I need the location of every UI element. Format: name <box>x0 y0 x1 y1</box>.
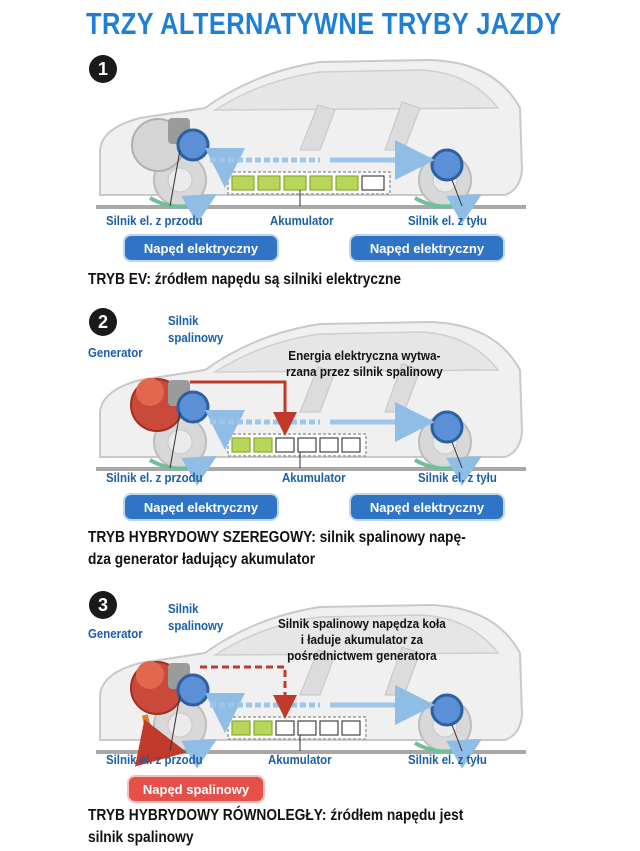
rotation-arrow-front <box>149 194 217 224</box>
front-motor-label-1: Silnik el. z przodu <box>106 213 203 228</box>
drive-badge-rear-2: Napęd elektryczny <box>349 493 505 521</box>
rotation-arrow-rear <box>414 194 482 224</box>
front-seat <box>299 104 336 151</box>
battery-cell-charged <box>257 175 281 191</box>
car-window <box>212 69 500 111</box>
drive-badge-rear-1: Napęd elektryczny <box>349 234 505 262</box>
front-motor-icon <box>176 673 210 707</box>
mode-number-3: 3 <box>89 591 117 619</box>
battery-cell-charged <box>283 175 307 191</box>
drive-badge-front-2: Napęd elektryczny <box>123 493 279 521</box>
front-motor-icon <box>176 390 210 424</box>
wheel-hub <box>167 429 193 455</box>
mode-number-2: 2 <box>89 308 117 336</box>
caption-bold: TRYB EV: <box>88 271 151 288</box>
caption-line2: dza generator ładujący akumulator <box>88 551 316 568</box>
battery-cell-empty <box>297 437 317 453</box>
battery-label-3: Akumulator <box>268 752 332 767</box>
generator-label-2: Generator <box>88 345 143 360</box>
generator-label-3: Generator <box>88 626 143 641</box>
engine-label-3: Silnik spalinowy <box>168 601 224 633</box>
generator-highlight <box>136 378 164 406</box>
battery-cell-empty <box>341 720 361 736</box>
front-seat <box>299 366 336 413</box>
caption-bold: TRYB HYBRYDOWY SZEREGOWY: <box>88 529 316 546</box>
front-motor-label-3: Silnik el. z przodu <box>106 752 203 767</box>
battery-cell-charged <box>253 720 273 736</box>
rear-motor-label-1: Silnik el. z tyłu <box>408 213 487 228</box>
battery-cell-empty <box>275 437 295 453</box>
battery-cell-charged <box>231 437 251 453</box>
battery-cell-empty <box>297 720 317 736</box>
rotation-arrow-front <box>149 456 217 486</box>
leader-rear-motor <box>451 724 463 752</box>
front-motor-label-2: Silnik el. z przodu <box>106 470 203 485</box>
car-window <box>212 331 500 373</box>
battery-cell-empty <box>319 720 339 736</box>
wheel-hub <box>167 712 193 738</box>
energy-arrow <box>190 380 297 436</box>
rear-motor-label-2: Silnik el. z tyłu <box>418 470 497 485</box>
caption-text: silnik spalinowy napę- <box>315 529 466 546</box>
caption-text: źródłem napędu jest <box>326 807 464 824</box>
caption-text: źródłem napędu są silniki elektryczne <box>150 271 402 288</box>
ground-line <box>96 467 526 471</box>
energy-note-3: Silnik spalinowy napędza koła i ładuje a… <box>278 616 446 663</box>
leader-rear-motor <box>451 441 463 469</box>
battery-cell-empty <box>275 720 295 736</box>
ground-line <box>96 205 526 209</box>
mode-caption-3: TRYB HYBRYDOWY RÓWNOLEGŁY: źródłem napęd… <box>88 805 463 849</box>
ground-line <box>96 750 526 754</box>
car-window <box>212 614 500 656</box>
mode-caption-1: TRYB EV: źródłem napędu są silniki elekt… <box>88 269 401 291</box>
energy-arrow-dashed <box>200 665 297 719</box>
battery-cell-empty <box>361 175 385 191</box>
leader-front-motor <box>169 694 181 752</box>
rear-motor-icon <box>430 148 464 182</box>
caption-bold: TRYB HYBRYDOWY RÓWNOLEGŁY: <box>88 807 327 824</box>
rotation-arrow-rear <box>414 456 482 486</box>
rotation-arrow-rear <box>414 739 482 769</box>
leader-front-motor <box>169 149 181 207</box>
rear-motor-icon <box>430 693 464 727</box>
front-seat <box>299 649 336 696</box>
battery-cell-charged <box>309 175 333 191</box>
battery-cell-empty <box>341 437 361 453</box>
wheel-hub <box>167 167 193 193</box>
caption-line2: silnik spalinowy <box>88 829 194 846</box>
battery-cell-charged <box>231 720 251 736</box>
mode-number-1: 1 <box>89 55 117 83</box>
battery-cell-charged <box>253 437 273 453</box>
battery-label-1: Akumulator <box>270 213 334 228</box>
drive-badge-front-1: Napęd elektryczny <box>123 234 279 262</box>
battery-label-2: Akumulator <box>282 470 346 485</box>
battery-cell-empty <box>319 437 339 453</box>
front-motor-icon <box>176 128 210 162</box>
drive-badge-combustion-3: Napęd spalinowy <box>127 775 265 803</box>
leader-rear-motor <box>451 179 463 207</box>
leader-front-motor <box>169 411 181 469</box>
generator-highlight <box>136 661 164 689</box>
battery-cell-charged <box>231 175 255 191</box>
rear-motor-label-3: Silnik el. z tyłu <box>408 752 487 767</box>
rear-motor-icon <box>430 410 464 444</box>
battery-cell-charged <box>335 175 359 191</box>
mode-caption-2: TRYB HYBRYDOWY SZEREGOWY: silnik spalino… <box>88 527 466 571</box>
combustion-drive-arrow <box>134 714 187 767</box>
engine-label-2: Silnik spalinowy <box>168 313 224 345</box>
energy-note-2: Energia elektryczna wytwa- rzana przez s… <box>286 348 443 379</box>
